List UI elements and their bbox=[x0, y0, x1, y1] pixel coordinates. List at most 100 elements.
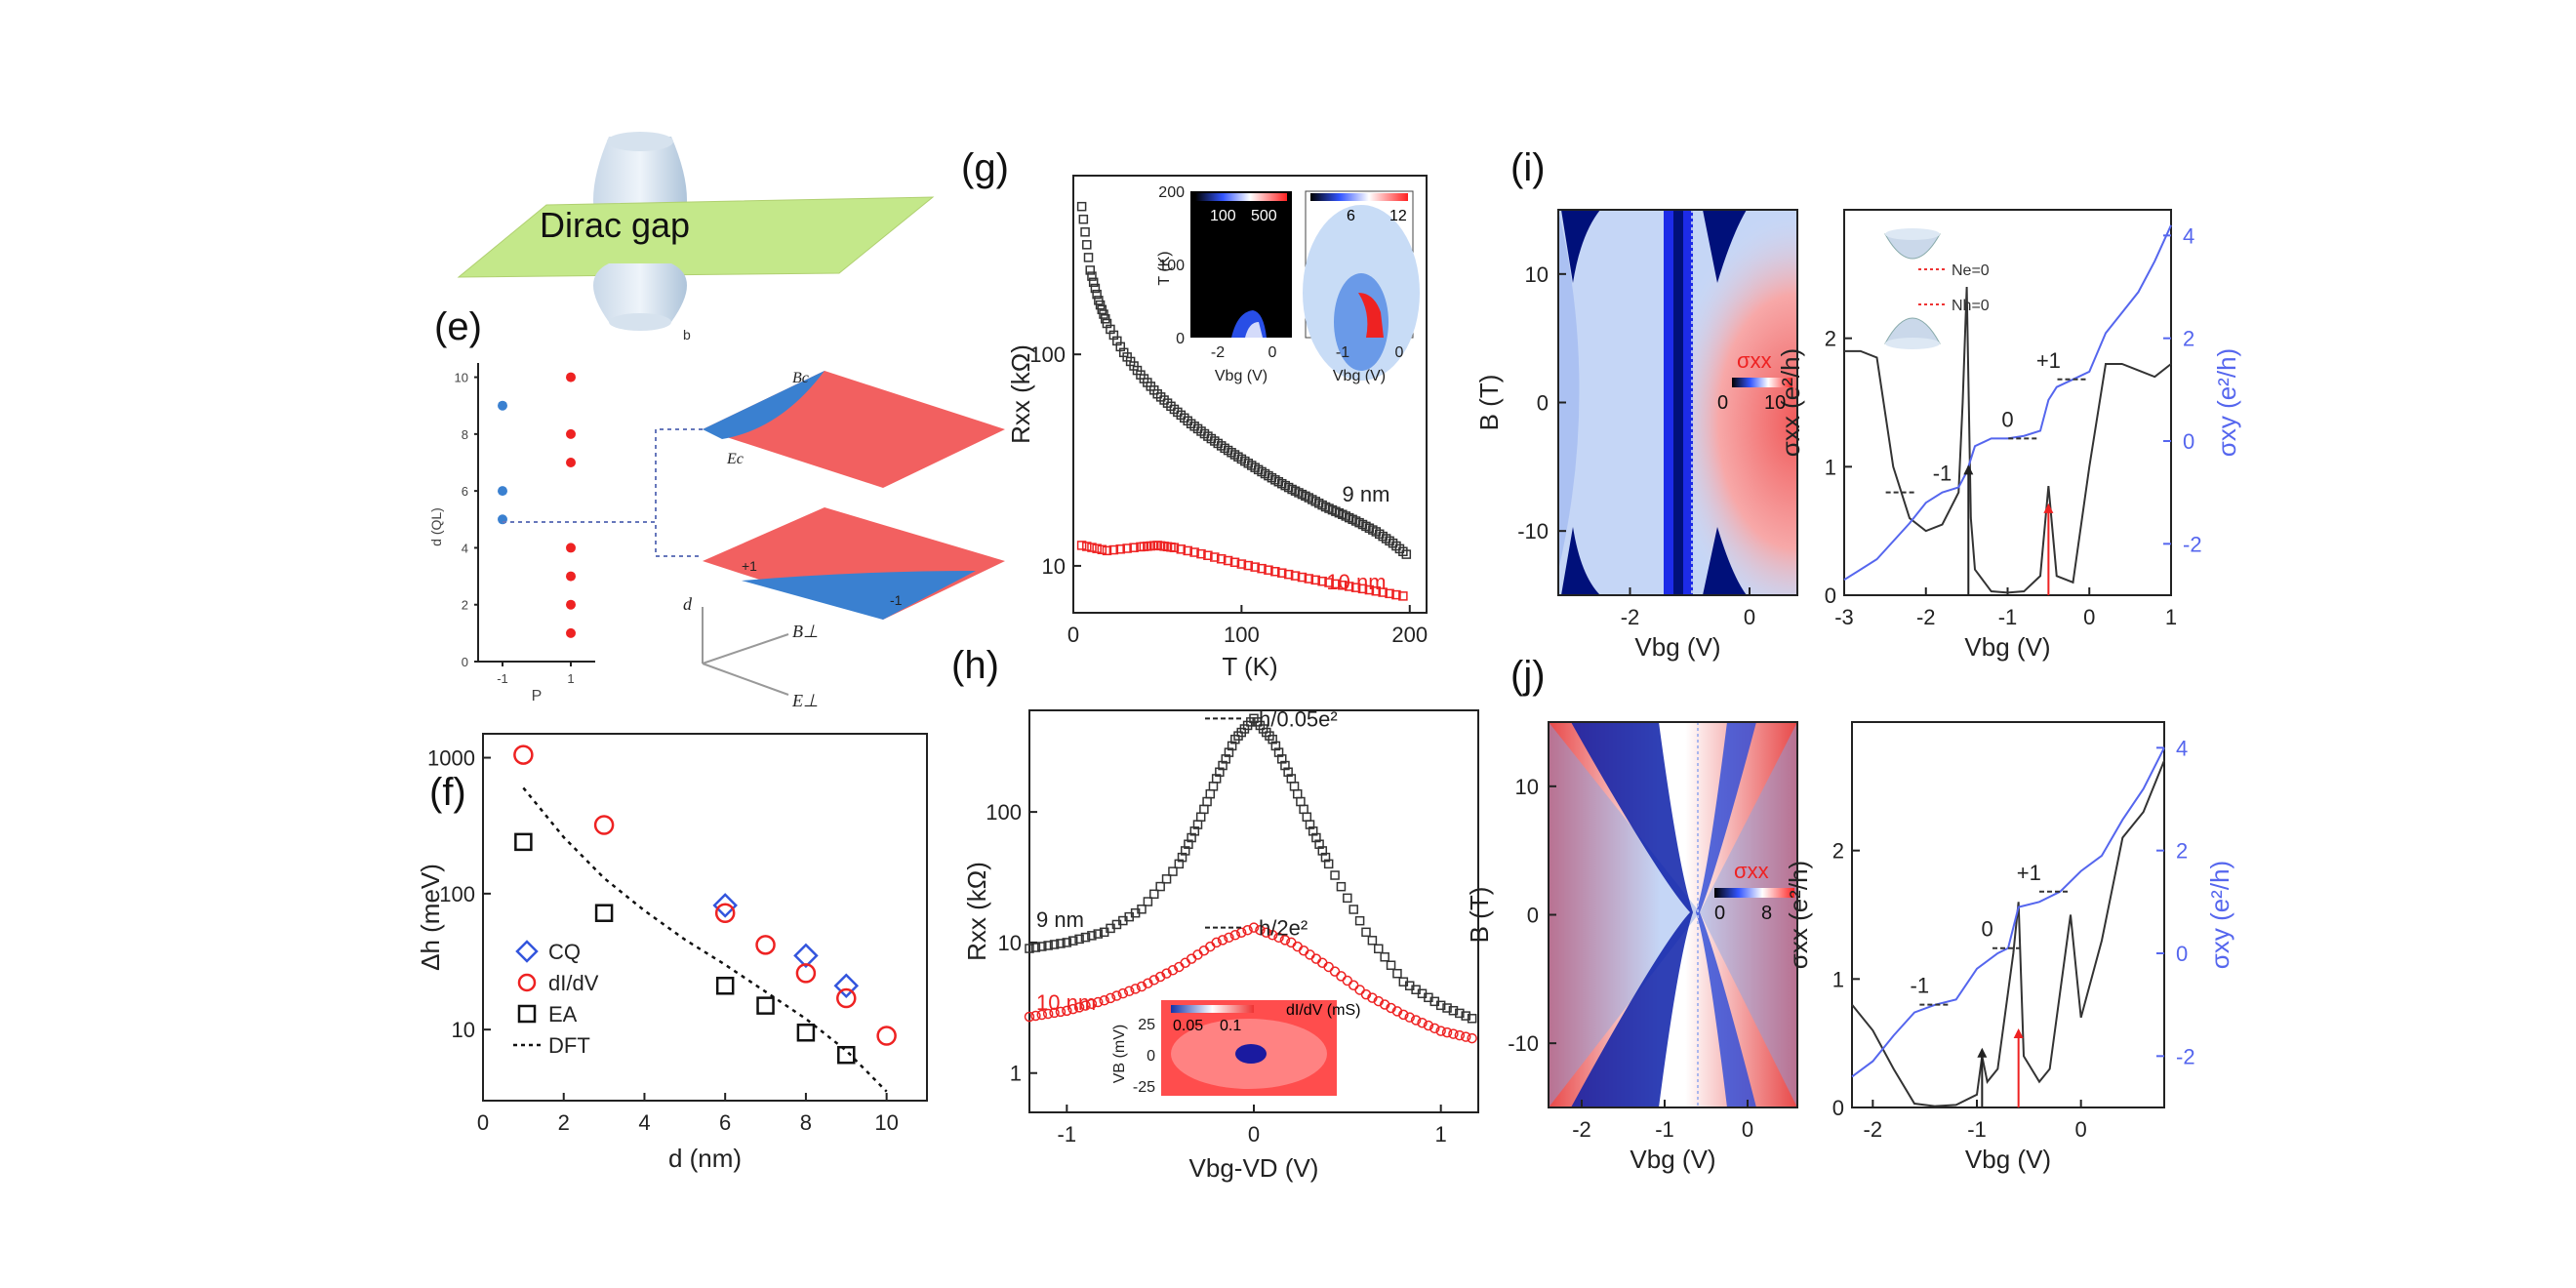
e-point-blue bbox=[498, 400, 507, 411]
h-inset-ytick-label: 0 bbox=[1147, 1048, 1155, 1065]
e-bc-label: Bc bbox=[792, 370, 809, 386]
f-point-EA bbox=[594, 904, 614, 922]
g-point bbox=[1090, 283, 1101, 294]
h-point-10nm bbox=[1073, 1002, 1085, 1013]
e-ec-label: Ec bbox=[726, 451, 744, 467]
h-point-10nm bbox=[1180, 957, 1190, 969]
g-point bbox=[1357, 584, 1368, 594]
h-point-10nm bbox=[1036, 1009, 1048, 1021]
f-dft-curve bbox=[522, 786, 888, 1093]
h-point-10nm bbox=[1217, 935, 1228, 946]
g-point bbox=[1102, 545, 1112, 556]
h-point-10nm bbox=[1255, 924, 1266, 936]
h-point-9nm bbox=[1161, 874, 1172, 884]
g-point bbox=[1317, 576, 1327, 586]
h-xaxis-label: Vbg-VD (V) bbox=[1189, 1153, 1319, 1183]
h-point-10nm bbox=[1099, 995, 1109, 1006]
i-xtick-label: -1 bbox=[1998, 605, 2018, 629]
g-point bbox=[1290, 571, 1301, 581]
g-point bbox=[1385, 588, 1394, 599]
i-map-cbar-label: σxx bbox=[1737, 348, 1772, 373]
g-point bbox=[1264, 565, 1273, 575]
i-inset-nh-label: Nh=0 bbox=[1952, 298, 1990, 314]
j-plateau-label: 0 bbox=[1982, 917, 1993, 942]
h-point-9nm bbox=[1442, 1003, 1452, 1013]
h-point-9nm bbox=[1143, 897, 1153, 906]
i-yaxis-label: σxx (e²/h) bbox=[1776, 348, 1805, 457]
h-point-10nm bbox=[1105, 992, 1116, 1004]
g-point bbox=[1078, 214, 1089, 224]
svg-text:(i): (i) bbox=[1510, 146, 1546, 189]
h-point-9nm bbox=[1317, 846, 1328, 856]
j-arrowhead bbox=[2013, 1028, 2024, 1038]
g-point bbox=[1304, 574, 1314, 584]
j-arrowhead bbox=[1977, 1047, 1988, 1058]
e-ytick-label: 6 bbox=[462, 484, 468, 499]
h-point-9nm bbox=[1311, 832, 1321, 843]
e-point-red bbox=[566, 428, 576, 439]
h-point-10nm bbox=[1261, 927, 1272, 939]
i-y2tick-label: 2 bbox=[2183, 327, 2194, 351]
h-point-9nm bbox=[1218, 760, 1228, 771]
g-xtick-label: 100 bbox=[1224, 623, 1260, 647]
f-legend-label: dI/dV bbox=[548, 971, 599, 995]
g-point bbox=[1082, 542, 1092, 551]
j-map-ytick-label: 0 bbox=[1527, 904, 1539, 928]
h-point-9nm bbox=[1448, 1005, 1459, 1016]
h-point-10nm bbox=[1211, 937, 1222, 948]
h-point-9nm bbox=[1155, 881, 1165, 892]
h-point-9nm bbox=[1187, 832, 1196, 843]
svg-text:(h): (h) bbox=[951, 644, 999, 687]
e-point-red bbox=[566, 599, 576, 610]
f-xtick-label: 6 bbox=[719, 1110, 731, 1135]
j-xaxis-label: Vbg (V) bbox=[1965, 1145, 2051, 1174]
g-inset-ylabel: T (K) bbox=[1156, 251, 1173, 285]
g-yaxis-label: Rxx (kΩ) bbox=[1006, 344, 1035, 444]
h-point-9nm bbox=[1320, 852, 1331, 863]
g-point bbox=[1076, 201, 1087, 212]
g-point bbox=[1085, 265, 1095, 275]
h-point-9nm bbox=[1277, 754, 1287, 764]
h-point-9nm bbox=[1374, 944, 1384, 954]
i-map-ytick-label: -10 bbox=[1517, 519, 1549, 543]
h-point-9nm bbox=[1184, 839, 1193, 849]
f-point-EA bbox=[756, 996, 775, 1015]
h-point-9nm bbox=[1043, 941, 1053, 950]
f-point-EA bbox=[715, 977, 735, 995]
j-map-cbar-label: σxx bbox=[1734, 859, 1769, 883]
h-point-9nm bbox=[1308, 826, 1318, 836]
h-point-10nm bbox=[1049, 1007, 1060, 1019]
h-point-9nm bbox=[1049, 940, 1060, 949]
i-ytick-label: 1 bbox=[1825, 455, 1836, 479]
i-xaxis-label: Vbg (V) bbox=[1964, 632, 2050, 662]
i-xtick-label: 0 bbox=[2083, 605, 2095, 629]
h-point-10nm bbox=[1273, 932, 1284, 944]
h-point-9nm bbox=[1062, 938, 1072, 947]
f-point-dIdV bbox=[876, 1026, 897, 1046]
j-map bbox=[1549, 722, 1797, 1107]
i-map-cbar-lo: 0 bbox=[1717, 392, 1728, 414]
e-ytick-label: 0 bbox=[462, 655, 468, 669]
h-point-10nm bbox=[1429, 1023, 1440, 1034]
f-legend-marker-EA bbox=[517, 1004, 537, 1024]
h-point-9nm bbox=[1030, 943, 1041, 952]
g-inset-ytick-label: 100 bbox=[1158, 258, 1185, 274]
h-point-10nm bbox=[1423, 1020, 1434, 1031]
f-legend-label: EA bbox=[548, 1002, 578, 1026]
i-arrowhead bbox=[2043, 503, 2054, 513]
j-map-xlabel: Vbg (V) bbox=[1630, 1145, 1715, 1174]
j-xtick-label: -1 bbox=[1967, 1117, 1987, 1142]
h-ytick-label: 1 bbox=[1010, 1062, 1022, 1086]
e-eperp-label: E⊥ bbox=[791, 691, 819, 710]
f-point-dIdV bbox=[795, 963, 817, 984]
i-ytick-label: 2 bbox=[1825, 327, 1836, 351]
i-map-ylabel: B (T) bbox=[1474, 375, 1504, 431]
g-point bbox=[1229, 557, 1240, 568]
j-map-ytick-label: 10 bbox=[1515, 775, 1539, 799]
f-xtick-label: 10 bbox=[874, 1110, 898, 1135]
h-point-10nm bbox=[1317, 957, 1328, 969]
h-point-10nm bbox=[1342, 975, 1353, 986]
h-point-9nm bbox=[1224, 747, 1234, 757]
h-point-9nm bbox=[1177, 852, 1187, 863]
g-point bbox=[1338, 581, 1348, 590]
